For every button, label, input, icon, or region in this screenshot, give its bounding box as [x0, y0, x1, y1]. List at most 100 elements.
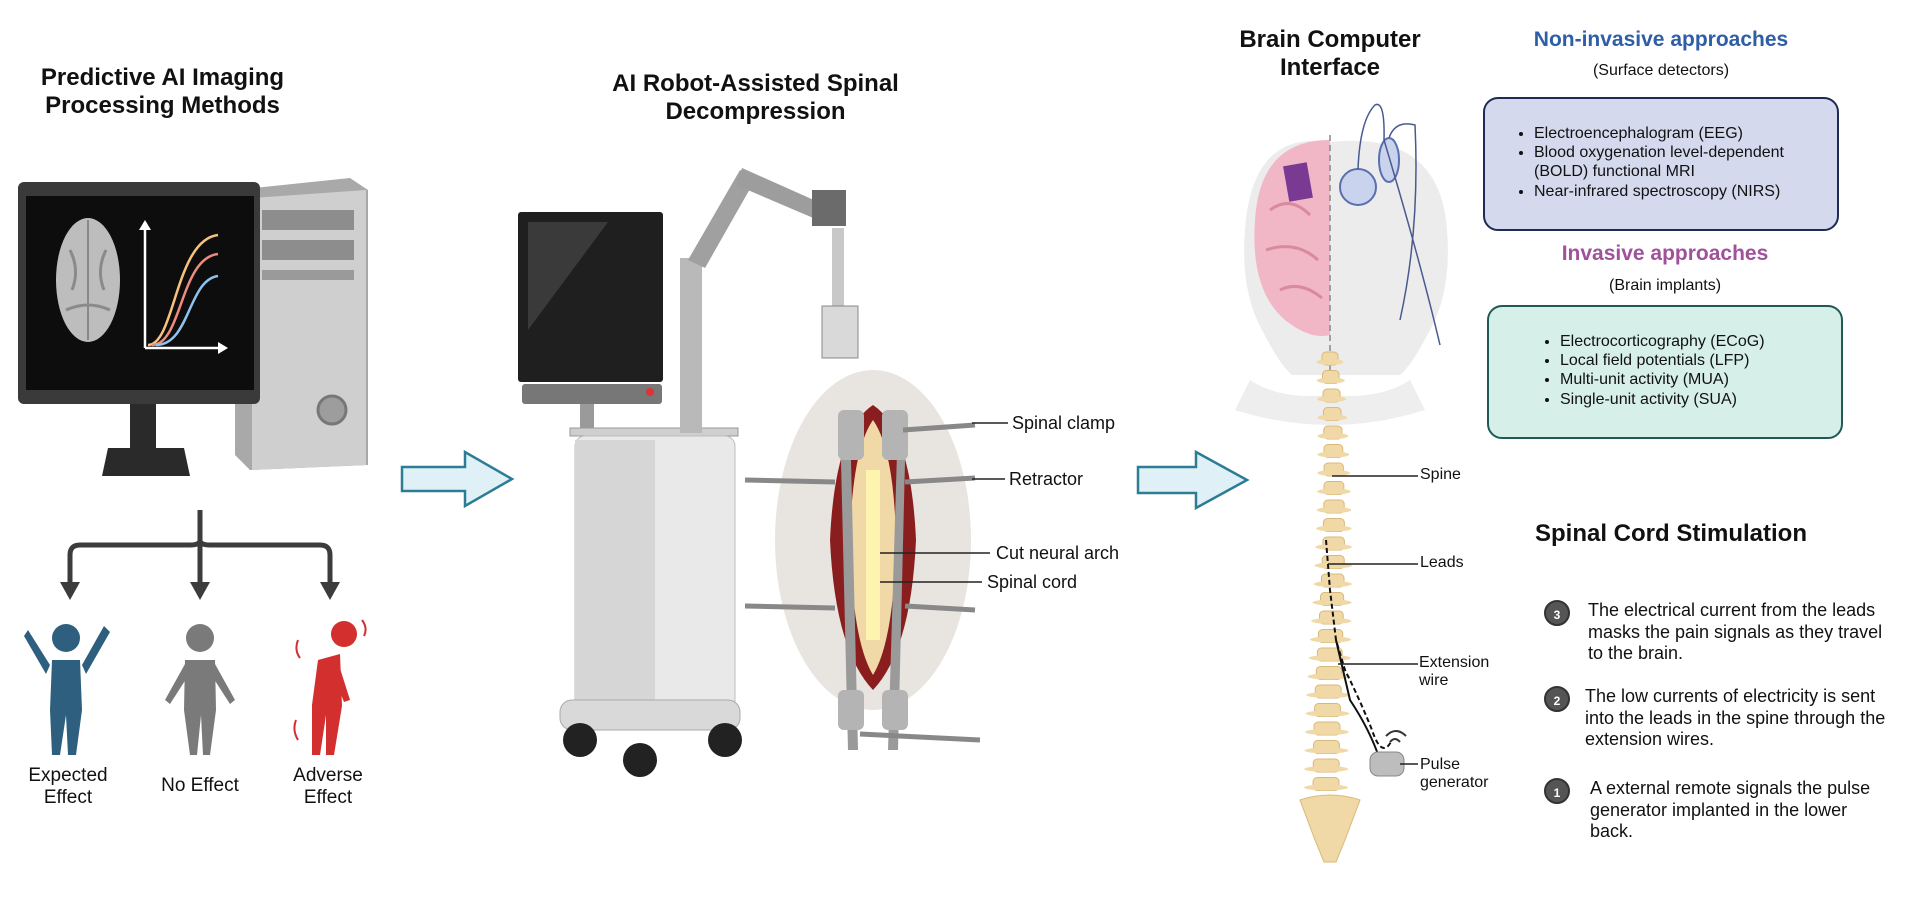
vertebra-process [1317, 488, 1351, 495]
noninvasive-subheading: (Surface detectors) [1592, 62, 1730, 79]
panel1-title: Predictive AI Imaging Processing Methods [20, 64, 305, 119]
surgical-field-illustration [744, 370, 981, 750]
vertebra-process [1306, 692, 1351, 698]
vertebra-process [1312, 599, 1352, 606]
robot-illustration [518, 168, 859, 777]
pc-power-icon [316, 394, 348, 426]
clamp-left [840, 420, 858, 750]
callout-extension-wire: Extension wire [1419, 654, 1489, 691]
callout-spinal-cord: Spinal cord [987, 572, 1078, 592]
invasive-subheading: (Brain implants) [1608, 277, 1722, 294]
vertebra-process [1317, 396, 1347, 402]
arrow-right-icon-2 [1136, 449, 1250, 511]
panel3-title-line2: Interface [1279, 53, 1381, 81]
panel2-title-line2: Decompression [665, 97, 846, 125]
computer-illustration [18, 178, 368, 476]
wireless-signal-icon [1385, 730, 1407, 743]
scs-title: Spinal Cord Stimulation [1535, 520, 1808, 547]
curve-red [151, 252, 219, 347]
callout-spinal-clamp: Spinal clamp [1012, 413, 1116, 433]
outcome-adverse-label: Adverse Effect [278, 765, 378, 809]
step-3-number-icon: 3 [1544, 600, 1570, 626]
vertebra-process [1315, 544, 1352, 550]
step-2-text: The low currents of electricity is sent … [1585, 686, 1886, 750]
vertebra-process [1307, 673, 1351, 680]
callout-extension-line2: wire [1419, 672, 1449, 690]
panel1-title-line2: Processing Methods [45, 91, 280, 119]
outcome-none-line1: No Effect [161, 775, 239, 796]
invasive-item: Single-unit activity (SUA) [1560, 390, 1828, 409]
wheel-icon [563, 723, 597, 757]
vertebra-process [1316, 525, 1352, 532]
invasive-heading: Invasive approaches [1561, 242, 1769, 265]
panel2-leader-lines [880, 422, 1008, 583]
outcome-expected-line2: Effect [43, 786, 93, 808]
panel2-title: AI Robot-Assisted Spinal Decompression [588, 70, 923, 125]
step-1-number-icon: 1 [1544, 778, 1570, 804]
outcome-expected-label: Expected Effect [18, 765, 118, 809]
invasive-list-container: Electrocorticography (ECoG)Local field p… [1538, 332, 1828, 409]
vertebra-process [1309, 636, 1352, 643]
vertebra-process [1311, 618, 1352, 624]
vertebra-process [1313, 581, 1352, 587]
invasive-item: Electrocorticography (ECoG) [1560, 332, 1828, 351]
step-3-text: The electrical current from the leads ma… [1588, 600, 1883, 664]
callout-leads: Leads [1420, 554, 1464, 571]
noninvasive-list: Electroencephalogram (EEG)Blood oxygenat… [1512, 124, 1812, 201]
vertebra-process [1316, 377, 1345, 384]
step-1-text: A external remote signals the pulse gene… [1590, 778, 1871, 842]
panel3-title-line1: Brain Computer [1239, 26, 1421, 53]
vertebra-process [1317, 414, 1348, 421]
noninvasive-item: Near-infrared spectroscopy (NIRS) [1534, 182, 1812, 201]
invasive-list: Electrocorticography (ECoG)Local field p… [1538, 332, 1828, 409]
pulse-generator-icon [1369, 751, 1405, 777]
invasive-box [1487, 305, 1843, 439]
head-illustration [1235, 103, 1448, 425]
panel1-title-line1: Predictive AI Imaging [40, 64, 285, 91]
figure-adverse-icon [293, 619, 367, 755]
vertebra-process [1304, 747, 1349, 754]
vertebra-process [1304, 729, 1349, 735]
outcome-expected-line1: Expected [28, 765, 108, 786]
branch-arrows [67, 510, 333, 585]
invasive-item: Local field potentials (LFP) [1560, 351, 1828, 370]
panel2-title-line1: AI Robot-Assisted Spinal [612, 70, 899, 97]
figure-expected-icon [24, 624, 110, 755]
callout-retractor: Retractor [1009, 469, 1084, 489]
noninvasive-heading: Non-invasive approaches [1533, 28, 1789, 51]
figure-neutral-icon [165, 624, 235, 755]
panel3-leader-lines [1328, 475, 1418, 765]
spine-illustration [1299, 351, 1361, 863]
callout-pulse-line2: generator [1420, 774, 1489, 792]
vertebra-process [1316, 507, 1352, 513]
sacrum [1299, 794, 1361, 863]
callout-extension-line1: Extension [1419, 654, 1490, 671]
curve-blue [155, 274, 219, 347]
noninvasive-item: Blood oxygenation level-dependent (BOLD)… [1534, 143, 1812, 181]
noninvasive-box [1483, 97, 1839, 231]
implant-icon [1283, 162, 1313, 202]
outcome-adverse-line2: Effect [303, 786, 353, 808]
invasive-item: Multi-unit activity (MUA) [1560, 370, 1828, 389]
vertebra-process [1316, 359, 1344, 365]
vertebra-process [1305, 710, 1350, 717]
vertebra-process [1308, 655, 1351, 661]
callout-cut-neural-arch: Cut neural arch [996, 543, 1120, 563]
arrow-right-icon [400, 449, 515, 509]
curve-orange [147, 233, 219, 347]
step-2-number-icon: 2 [1544, 686, 1570, 712]
outcome-none-label: No Effect [150, 775, 250, 797]
vertebra-process [1304, 784, 1349, 791]
panel3-title: Brain Computer Interface [1215, 26, 1445, 81]
vertebra-process [1317, 451, 1350, 458]
eeg-electrode-icon [1339, 168, 1377, 206]
vertebra-process [1317, 433, 1349, 439]
noninvasive-item: Electroencephalogram (EEG) [1534, 124, 1812, 143]
noninvasive-list-container: Electroencephalogram (EEG)Blood oxygenat… [1512, 124, 1812, 201]
outcome-adverse-line1: Adverse [293, 765, 363, 786]
callout-pulse-line1: Pulse [1420, 756, 1461, 773]
callout-pulse-generator: Pulse generator [1420, 756, 1489, 793]
vertebra-process [1317, 470, 1351, 476]
vertebra-process [1304, 766, 1349, 772]
